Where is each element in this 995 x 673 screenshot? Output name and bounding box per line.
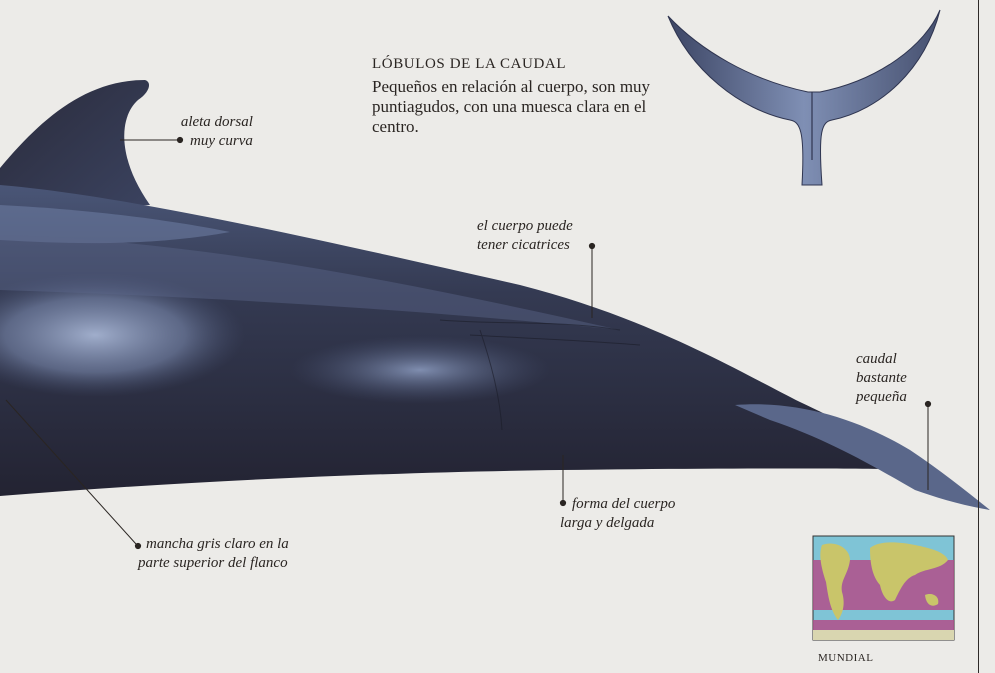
label-body-shape: forma del cuerpo larga y delgada — [572, 495, 675, 533]
label-tail-line1: caudal — [856, 350, 907, 369]
label-tail: caudal bastante pequeña — [856, 350, 907, 407]
flank-patch-rear — [290, 336, 550, 404]
leader-dot-flank — [135, 543, 140, 548]
label-body-shape-line1: forma del cuerpo — [572, 495, 675, 514]
label-tail-line3: pequeña — [856, 388, 907, 407]
distribution-map — [813, 536, 954, 640]
label-scars-line1: el cuerpo puede — [477, 217, 573, 236]
label-dorsal-fin-line1: aleta dorsal — [150, 113, 253, 132]
leader-dot-tail — [925, 401, 930, 406]
caption-body: Pequeños en relación al cuerpo, son muy … — [372, 77, 672, 137]
label-dorsal-fin-line2: muy curva — [190, 132, 253, 151]
leader-dot-body-shape — [560, 500, 565, 505]
label-tail-line2: bastante — [856, 369, 907, 388]
label-body-shape-line2: larga y delgada — [560, 514, 675, 533]
label-scars: el cuerpo puede tener cicatrices — [477, 217, 573, 255]
label-flank-patch-line1: mancha gris claro en la — [146, 535, 289, 554]
leader-dot-scars — [589, 243, 594, 248]
fluke-top-view — [668, 10, 940, 185]
label-scars-line2: tener cicatrices — [477, 236, 573, 255]
label-flank-patch: mancha gris claro en la parte superior d… — [146, 535, 289, 573]
label-dorsal-fin: aleta dorsal muy curva — [150, 113, 253, 151]
map-caption: MUNDIAL — [818, 652, 873, 664]
page-rule — [978, 0, 979, 673]
label-flank-patch-line2: parte superior del flanco — [138, 554, 289, 573]
caption-title: LÓBULOS DE LA CAUDAL — [372, 56, 566, 73]
